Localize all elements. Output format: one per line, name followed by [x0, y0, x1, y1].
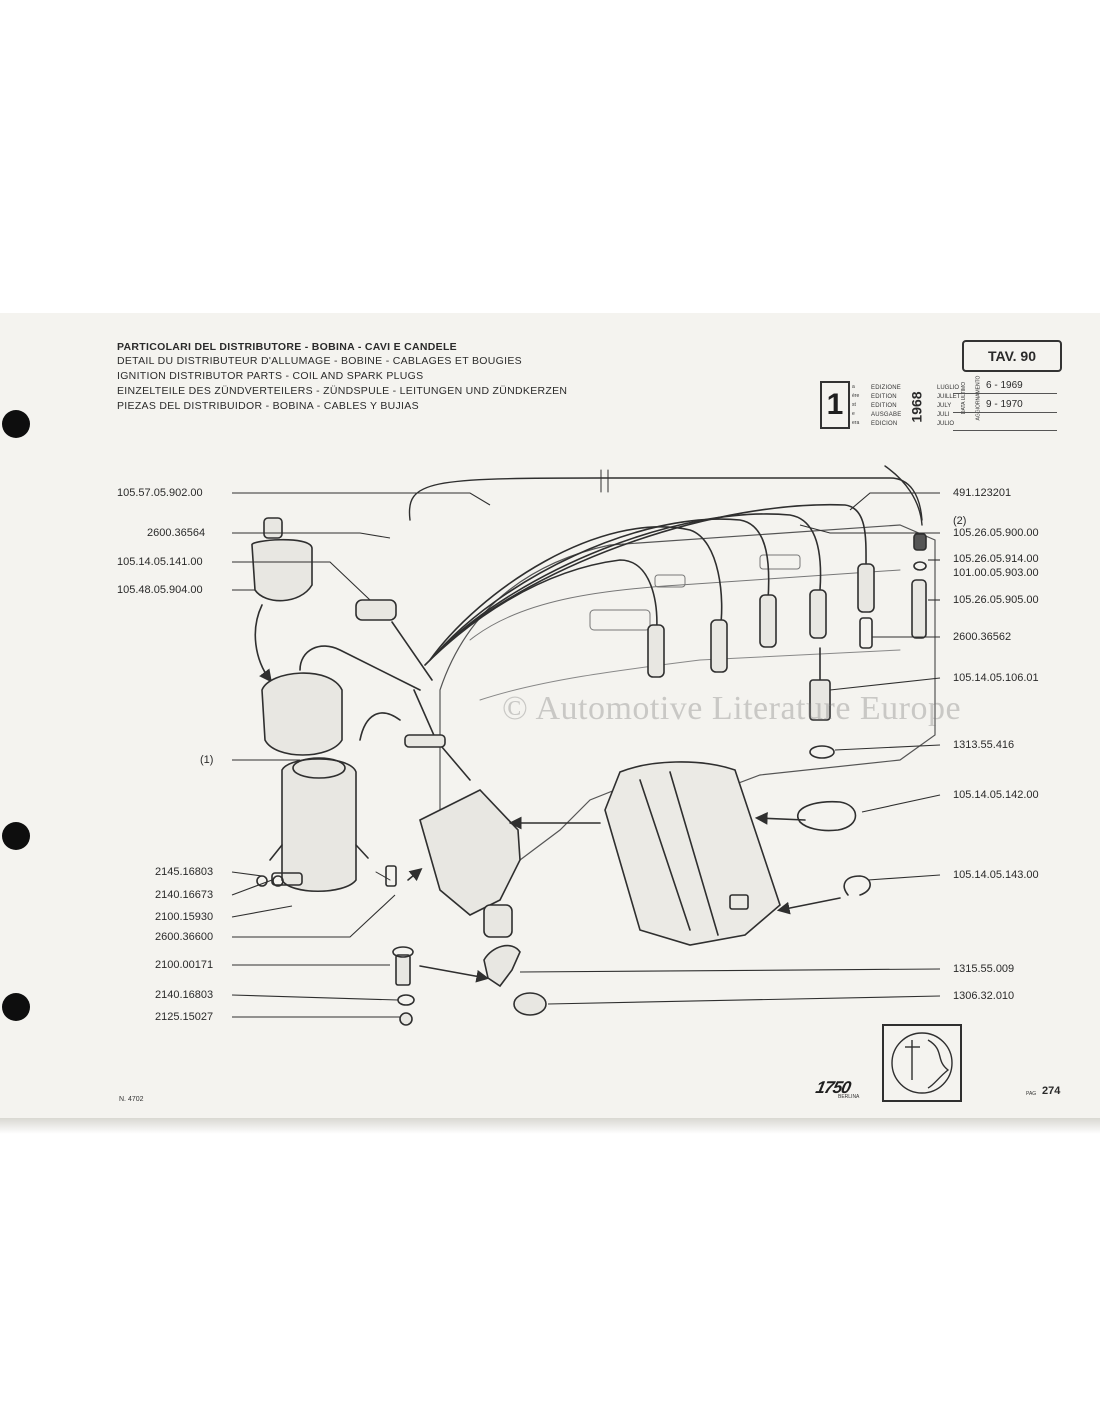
part-label: 105.26.05.900.00 [953, 527, 1039, 539]
alfa-romeo-badge [882, 1024, 962, 1102]
lock-washer [397, 994, 415, 1006]
spark-plug-boot [647, 624, 665, 678]
coil-cover [261, 672, 343, 756]
tacho-cable [408, 477, 923, 521]
ht-lead [444, 503, 867, 646]
ht-lead [424, 559, 658, 666]
title-spanish: PIEZAS DEL DISTRIBUIDOR - BOBINA - CABLE… [117, 400, 419, 412]
part-label: 2100.15930 [155, 911, 214, 923]
plate-number: TAV. 90 [962, 340, 1062, 372]
title-german: EINZELTEILE DES ZÜNDVERTEILERS - ZÜNDSPU… [117, 385, 568, 397]
edition-ordinal: ère [852, 393, 860, 399]
splash-shield [604, 761, 781, 946]
page-label: PAG [1026, 1091, 1037, 1097]
part-label: 101.00.05.903.00 [953, 567, 1039, 579]
ht-lead [434, 518, 770, 656]
part-label: 2100.00171 [155, 959, 214, 971]
edition-label: EDIZIONE [871, 385, 901, 391]
part-label: 2145.16803 [155, 866, 214, 878]
retaining-spring [797, 800, 857, 832]
edition-label: AUSGABE [871, 412, 902, 418]
rotor-cap [355, 599, 397, 621]
update-date: 9 - 1970 [986, 399, 1023, 410]
oil-seal [513, 992, 547, 1016]
part-label: 2140.16803 [155, 989, 214, 1001]
part-label: 105.57.05.902.00 [117, 487, 203, 499]
part-label: 491.123201 [953, 487, 1012, 499]
page-number: 274 [1042, 1085, 1061, 1097]
spark-plug [809, 679, 831, 721]
distributor [419, 789, 521, 916]
distributor-shaft [483, 904, 513, 938]
spark-plug-boot [759, 594, 777, 648]
edition-month: JULI [937, 412, 950, 418]
part-label: 1306.32.010 [953, 990, 1015, 1002]
spark-plug-boot [710, 619, 728, 673]
part-label: 2140.16673 [155, 889, 214, 901]
part-label: 105.48.05.904.00 [117, 584, 203, 596]
part-label: (2) [953, 515, 967, 527]
part-label: 105.26.05.905.00 [953, 594, 1039, 606]
coil-cap-top [263, 517, 283, 539]
coil-cap [251, 538, 313, 602]
watermark: © Automotive Literature Europe [502, 690, 962, 727]
ht-lead [429, 526, 723, 661]
binder-hole [2, 410, 30, 438]
part-label: 2600.36600 [155, 931, 214, 943]
update-rule [953, 393, 1057, 394]
part-label: 2600.36564 [147, 527, 206, 539]
part-label: 105.14.05.143.00 [953, 869, 1039, 881]
ht-lead [439, 513, 822, 651]
edition-block: 1 a ère st e era EDIZIONE EDITION EDITIO… [820, 376, 1060, 431]
edition-month: LUGLIO [937, 385, 960, 391]
edition-month: JULIO [937, 421, 955, 427]
plug-connector [911, 579, 927, 639]
part-label: 2600.36562 [953, 631, 1012, 643]
part-label: 1315.55.009 [953, 963, 1015, 975]
part-label: 105.14.05.106.01 [953, 672, 1039, 684]
update-date: 6 - 1969 [986, 380, 1023, 391]
edition-label: EDITION [871, 394, 897, 400]
binder-hole [2, 993, 30, 1021]
part-label: 105.26.05.914.00 [953, 553, 1039, 565]
title-english: IGNITION DISTRIBUTOR PARTS - COIL AND SP… [117, 370, 424, 382]
part-label: 105.14.05.141.00 [117, 556, 203, 568]
edition-ordinal: e [852, 411, 855, 417]
edition-ordinal: era [852, 420, 860, 426]
engine-block [439, 524, 936, 861]
part-label: 105.14.05.142.00 [953, 789, 1039, 801]
bolt [395, 954, 411, 986]
plug-washer [809, 745, 835, 759]
spark-plug-boot [857, 563, 875, 613]
spark-plug-boot [809, 589, 827, 639]
sheet-shadow [0, 1118, 1100, 1134]
ignition-coil [281, 758, 357, 893]
edition-label: EDITION [871, 403, 897, 409]
edition-ordinal: a [852, 384, 855, 390]
part-label: 1313.55.416 [953, 739, 1015, 751]
edition-month: JULY [937, 403, 952, 409]
document-number: N. 4702 [119, 1096, 144, 1103]
update-rule [953, 412, 1057, 413]
edition-month: JUILLET [937, 394, 961, 400]
title-french: DETAIL DU DISTRIBUTEUR D'ALLUMAGE - BOBI… [117, 355, 522, 367]
binder-hole [2, 822, 30, 850]
catalog-sheet [0, 313, 1100, 1125]
title-italian: PARTICOLARI DEL DISTRIBUTORE - BOBINA - … [117, 341, 457, 353]
nut [399, 1012, 413, 1026]
update-rule [953, 430, 1057, 431]
edition-number: 1 [820, 381, 850, 429]
part-label: (1) [200, 754, 214, 766]
model-sub: BERLINA [838, 1094, 860, 1100]
clamp [483, 944, 521, 988]
edition-ordinal: st [852, 402, 856, 408]
part-label: 2125.15027 [155, 1011, 214, 1023]
edition-label: EDICION [871, 421, 898, 427]
